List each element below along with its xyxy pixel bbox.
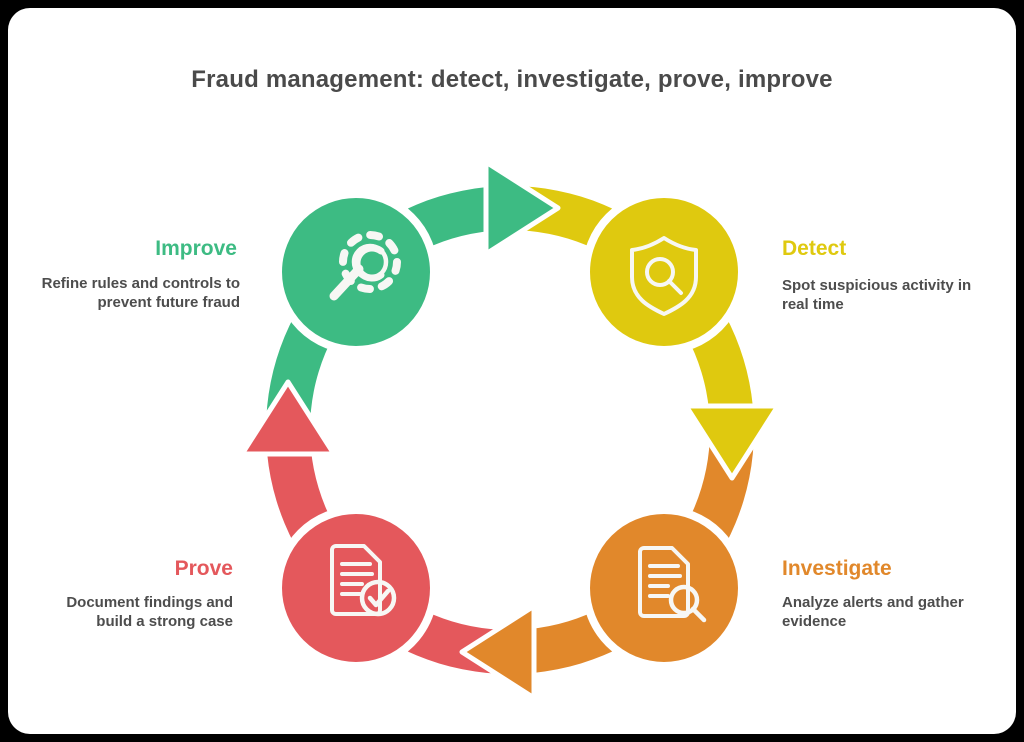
- investigate-label: Investigate: [782, 557, 892, 580]
- shield-search-icon: [630, 236, 698, 316]
- investigate-to-prove-arrow: [459, 603, 537, 701]
- detect-to-investigate-arrow: [683, 403, 781, 481]
- wrench-gear-icon: [329, 231, 401, 301]
- infographic-canvas: Fraud management: detect, investigate, p…: [8, 8, 1016, 734]
- detect-label: Detect: [782, 237, 847, 260]
- prove-circle: [274, 506, 438, 670]
- detect-description: Spot suspicious activity in real time: [782, 277, 972, 314]
- prove-label: Prove: [174, 557, 233, 580]
- document-search-icon: [638, 546, 707, 623]
- cycle-arrowheads: [239, 159, 781, 701]
- detect-circle: [582, 190, 746, 354]
- diagram-title: Fraud management: detect, investigate, p…: [191, 66, 833, 93]
- prove-to-improve-arrow: [239, 379, 337, 457]
- improve-description: Refine rules and controls to prevent fut…: [41, 275, 240, 312]
- cycle-diagram: [239, 159, 781, 701]
- improve-to-detect-arrow: [483, 159, 561, 257]
- prove-description: Document findings and build a strong cas…: [66, 594, 233, 631]
- document-check-icon: [330, 544, 397, 617]
- improve-label: Improve: [155, 237, 237, 260]
- investigate-description: Analyze alerts and gather evidence: [782, 594, 964, 631]
